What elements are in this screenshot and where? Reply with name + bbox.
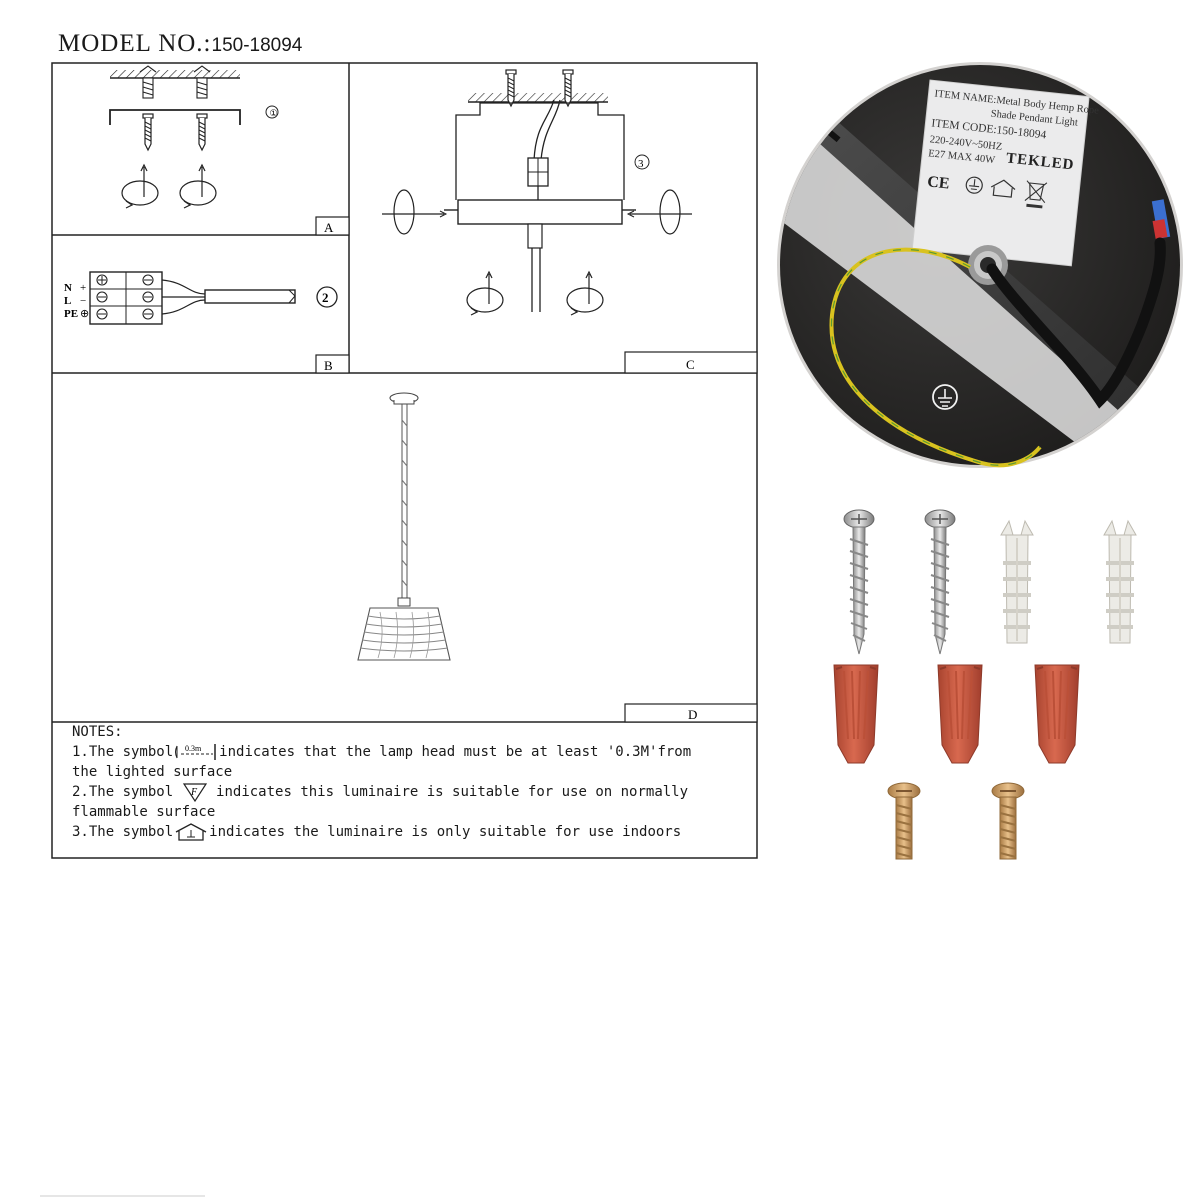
panel-c-letter: C [686, 357, 695, 372]
wall-plug-icon [999, 519, 1035, 645]
panel-c-canopy-mount: 3 C [382, 69, 758, 374]
svg-text:−: − [80, 295, 86, 307]
model-number: 150-18094 [211, 35, 303, 56]
weee-bin-icon [1024, 180, 1048, 209]
panel-b-letter: B [324, 358, 333, 373]
flammable-surface-icon: F [182, 783, 207, 802]
notes-heading: NOTES: [72, 724, 123, 740]
svg-text:PE: PE [64, 308, 78, 320]
panel-a-ceiling-screws: ① A [109, 65, 350, 236]
step-3-marker: 3 [638, 158, 644, 170]
wall-plug-icon [1102, 519, 1138, 645]
model-label-text: MODEL NO.: [58, 30, 212, 57]
brass-screw-icon [887, 782, 921, 860]
step-1-marker: ① [270, 108, 278, 118]
note-2-continued: flammable surface [72, 804, 216, 820]
earth-symbol-icon [965, 176, 983, 194]
ce-mark: CE [926, 173, 950, 192]
svg-text:L: L [64, 295, 71, 307]
wire-connector-icon [1034, 664, 1080, 764]
model-number-label: MODEL NO.:150-18094 [58, 30, 302, 58]
note-1-continued: the lighted surface [72, 764, 233, 780]
distance-symbol-icon: 0.3m [175, 744, 216, 760]
wood-screw-icon [843, 509, 875, 655]
svg-text:N: N [64, 282, 72, 294]
panel-b-terminal-block: N + L − PE ⊕ 2 B [64, 271, 350, 374]
svg-text:0.3m: 0.3m [185, 744, 202, 753]
note-2: 2.The symbol F indicates this luminaire … [72, 783, 689, 802]
product-label: ITEM NAME:Metal Body Hemp Rope Shade Pen… [911, 79, 1100, 267]
svg-text:F: F [190, 787, 198, 798]
panel-a-letter: A [324, 220, 334, 235]
indoor-symbol-icon [990, 179, 1016, 198]
svg-text:⊕: ⊕ [80, 308, 89, 320]
wire-connector-icon [937, 664, 983, 764]
brass-screw-icon [991, 782, 1025, 860]
panel-d-pendant-drawing: D [357, 392, 758, 723]
wood-screw-icon [924, 509, 956, 655]
brand-logo: TEKLED [1005, 150, 1075, 173]
wire-connector-icon [833, 664, 879, 764]
panel-d-letter: D [688, 707, 697, 722]
indoor-use-icon [175, 823, 207, 841]
sheet-frame [51, 62, 758, 859]
svg-text:+: + [80, 282, 86, 294]
canopy-underside-photo: ITEM NAME:Metal Body Hemp Rope Shade Pen… [777, 62, 1183, 468]
step-2-marker: 2 [322, 290, 329, 305]
hardware-kit-photo [833, 509, 1138, 860]
